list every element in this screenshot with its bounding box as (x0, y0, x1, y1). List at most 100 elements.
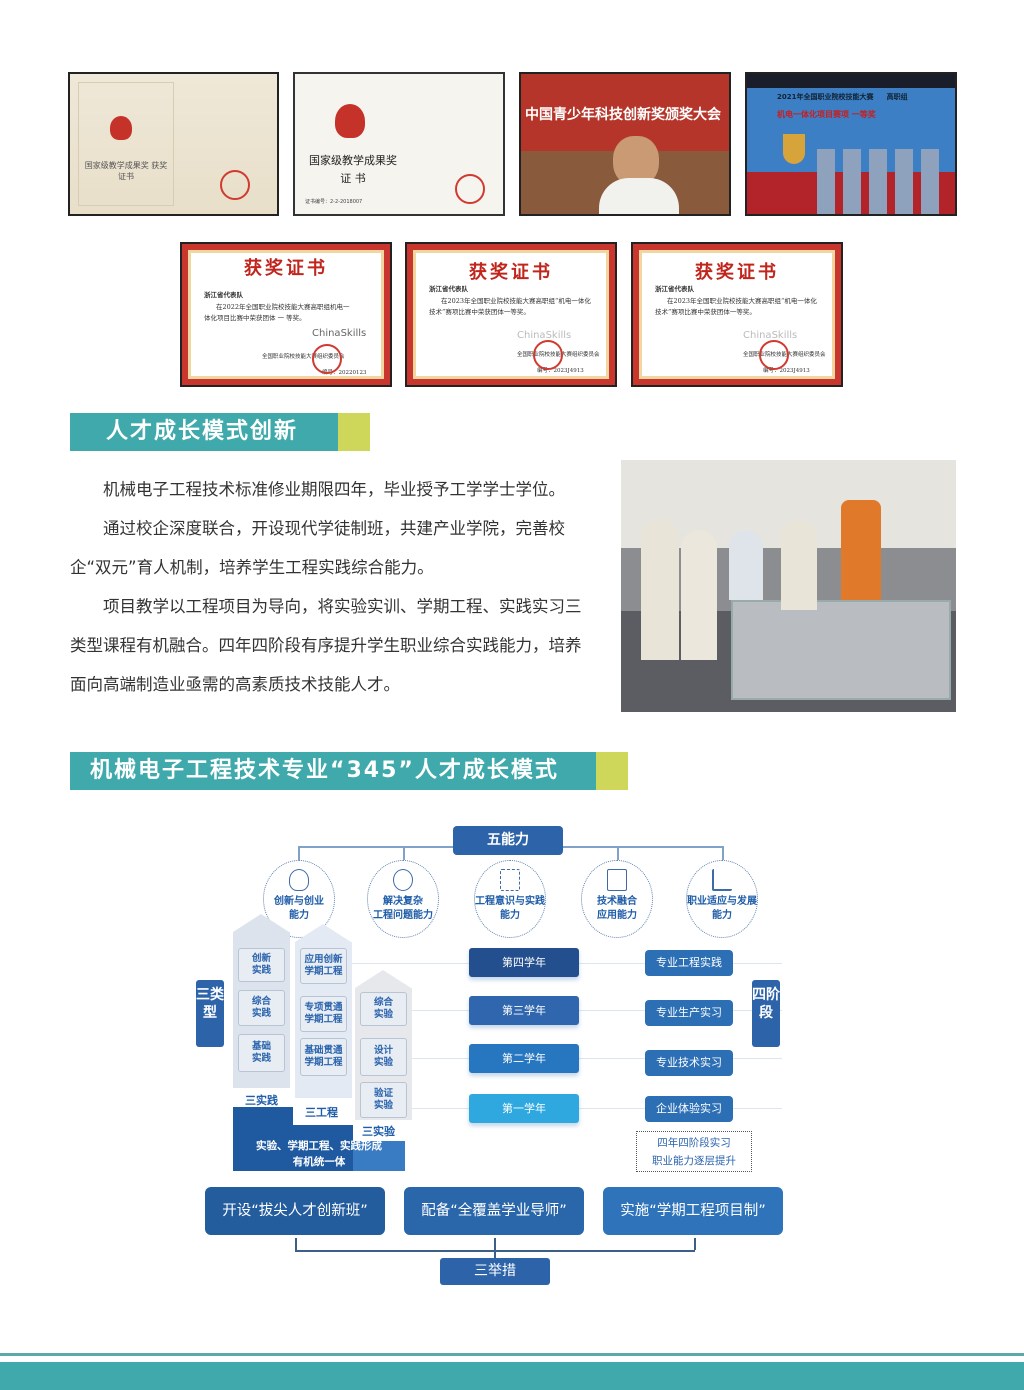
year-2: 第二学年 (469, 1044, 579, 1073)
measure-innovation-class: 开设“拔尖人才创新班” (205, 1187, 385, 1235)
banner-text: 中国青少年科技创新奖颁奖大会 (525, 107, 721, 123)
measure-semester-project: 实施“学期工程项目制” (603, 1187, 783, 1235)
banner-tag: 高职组 (886, 93, 908, 101)
ability-career-adaptation: 职业适应与发展能力 (686, 860, 758, 938)
project-item: 基础贯通学期工程 (300, 1038, 347, 1076)
project-item: 专项贯通学期工程 (300, 996, 347, 1032)
project-label: 三工程 (305, 1106, 338, 1119)
certificate-number: 编号：2023J4913 (763, 368, 810, 374)
experiment-item: 验证实验 (360, 1082, 407, 1118)
chinaskills-logo: ChinaSkills (743, 330, 798, 341)
lab-students-photo (621, 460, 956, 712)
seal-icon (455, 174, 485, 204)
practice-item: 综合实践 (238, 990, 285, 1026)
heading-accent (596, 752, 628, 790)
certificate-number: 编号：20220123 (322, 370, 367, 376)
seal-icon (220, 170, 250, 200)
year-1: 第一学年 (469, 1094, 579, 1123)
unified-text: 实验、学期工程、实践形成 有机统一体 (233, 1138, 405, 1170)
achievement-certificate-photo: 国家级教学成果奖 获奖证书 (68, 72, 279, 216)
ability-line2: 应用能力 (597, 910, 637, 921)
certificate-subtitle: 证 书 (340, 172, 366, 185)
three-measures-label: 三举措 (440, 1258, 550, 1285)
gear-hand-icon (393, 869, 413, 891)
heading-accent (338, 413, 370, 451)
award-certificate-3: 获奖证书 浙江省代表队 在2023年全国职业院校技能大赛高职组“机电一体化技术”… (631, 242, 843, 387)
footer-line (0, 1353, 1024, 1356)
certificate-body: 在2022年全国职业院校技能大赛高职组机电一体化项目比赛中荣获团体 一 等奖。 (204, 303, 350, 322)
ability-line1: 创新与创业 (274, 896, 324, 907)
competition-team-photo: 2021年全国职业院校技能大赛 高职组 机电一体化项目赛项 一等奖 (745, 72, 957, 216)
certificate-number: 证书编号：2-2-2018007 (305, 199, 363, 205)
paragraph-3: 项目教学以工程项目为导向，将实验实训、学期工程、实践实习三类型课程有机融合。四年… (70, 597, 582, 694)
section-title: 机械电子工程技术专业“345”人才成长模式 (90, 758, 559, 783)
banner-line1: 2021年全国职业院校技能大赛 (777, 93, 874, 101)
footer-band (0, 1362, 1024, 1390)
ability-line2: 能力 (289, 910, 309, 921)
national-emblem-icon (335, 104, 365, 138)
certificate-recipient: 浙江省代表队 (655, 285, 694, 293)
certificate-title: 获奖证书 (695, 262, 779, 283)
stage-note-line2: 职业能力逐层提升 (652, 1155, 736, 1167)
measure-academic-mentors: 配备“全覆盖学业导师” (404, 1187, 584, 1235)
stage-2: 专业技术实习 (645, 1050, 733, 1076)
ability-line1: 技术融合 (597, 896, 637, 907)
certificate-caption: 国家级教学成果奖 获奖证书 (84, 161, 168, 181)
stage-note: 四年四阶段实习 职业能力逐层提升 (636, 1131, 752, 1172)
certificate-recipient: 浙江省代表队 (204, 291, 243, 299)
national-emblem-icon (110, 116, 132, 140)
ability-line1: 职业适应与发展 (687, 896, 757, 907)
unified-line1: 实验、学期工程、实践形成 (256, 1140, 382, 1152)
chinaskills-logo: ChinaSkills (312, 328, 367, 339)
certificate-number: 编号：2023J4913 (537, 368, 584, 374)
trophy-icon (783, 134, 805, 164)
flowchart-icon (500, 869, 520, 891)
tablet-icon (607, 869, 627, 891)
project-item: 应用创新学期工程 (300, 948, 347, 984)
certificate-recipient: 浙江省代表队 (429, 285, 468, 293)
ability-tech-integration: 技术融合应用能力 (581, 860, 653, 938)
experiment-column: 综合实验 设计实验 验证实验 (355, 970, 412, 1120)
ability-line2: 能力 (712, 910, 732, 921)
award-certificate-1: 获奖证书 浙江省代表队 在2022年全国职业院校技能大赛高职组机电一体化项目比赛… (180, 242, 392, 387)
award-certificate-2: 获奖证书 浙江省代表队 在2023年全国职业院校技能大赛高职组“机电一体化技术”… (405, 242, 617, 387)
seal-icon (533, 340, 563, 370)
lightbulb-head-icon (289, 869, 309, 891)
project-column: 应用创新学期工程 专项贯通学期工程 基础贯通学期工程 (295, 924, 352, 1098)
certificate-body: 在2023年全国职业院校技能大赛高职组“机电一体化技术”赛项比赛中荣获团体一等奖… (655, 297, 817, 316)
practice-label: 三实践 (245, 1094, 278, 1107)
banner-line2: 机电一体化项目赛项 一等奖 (777, 110, 876, 119)
paragraph-2: 通过校企深度联合，开设现代学徒制班，共建产业学院，完善校企“双元”育人机制，培养… (70, 519, 565, 577)
certificate-body: 在2023年全国职业院校技能大赛高职组“机电一体化技术”赛项比赛中荣获团体一等奖… (429, 297, 591, 316)
experiment-label: 三实验 (362, 1125, 395, 1138)
ability-problem-solving: 解决复杂工程问题能力 (367, 860, 439, 938)
section-heading-talent-innovation: 人才成长模式创新 (70, 413, 370, 451)
practice-item: 创新实践 (238, 948, 285, 982)
chinaskills-logo: ChinaSkills (517, 330, 572, 341)
certificate-issuer: 全国职业院校技能大赛组织委员会 (262, 354, 345, 360)
paragraph-1: 机械电子工程技术标准修业期限四年，毕业授予工学学士学位。 (103, 480, 565, 499)
three-types-tab: 三类型 (196, 980, 224, 1047)
ability-line1: 解决复杂 (383, 896, 423, 907)
seal-icon (759, 340, 789, 370)
ability-line1: 工程意识与实践 (475, 896, 545, 907)
stage-3: 专业生产实习 (645, 1000, 733, 1026)
certificate-title: 国家级教学成果奖 (309, 154, 397, 167)
seal-icon (312, 344, 342, 374)
climbing-stairs-icon (712, 869, 732, 891)
ability-line2: 能力 (500, 910, 520, 921)
section-heading-345-model: 机械电子工程技术专业“345”人才成长模式 (70, 752, 628, 790)
certificate-title: 获奖证书 (469, 262, 553, 283)
practice-item: 基础实践 (238, 1034, 285, 1072)
year-3: 第三学年 (469, 996, 579, 1025)
ability-engineering-practice: 工程意识与实践能力 (474, 860, 546, 938)
ability-line2: 工程问题能力 (373, 910, 433, 921)
section-title: 人才成长模式创新 (106, 419, 299, 444)
unified-line2: 有机统一体 (292, 1156, 346, 1168)
experiment-item: 综合实验 (360, 992, 407, 1026)
stage-note-line1: 四年四阶段实习 (657, 1137, 731, 1149)
stage-4: 专业工程实践 (645, 950, 733, 976)
four-stages-tab: 四阶段 (752, 980, 780, 1047)
five-abilities-label: 五能力 (453, 826, 563, 855)
student-award-photo: 中国青少年科技创新奖颁奖大会 (519, 72, 731, 216)
